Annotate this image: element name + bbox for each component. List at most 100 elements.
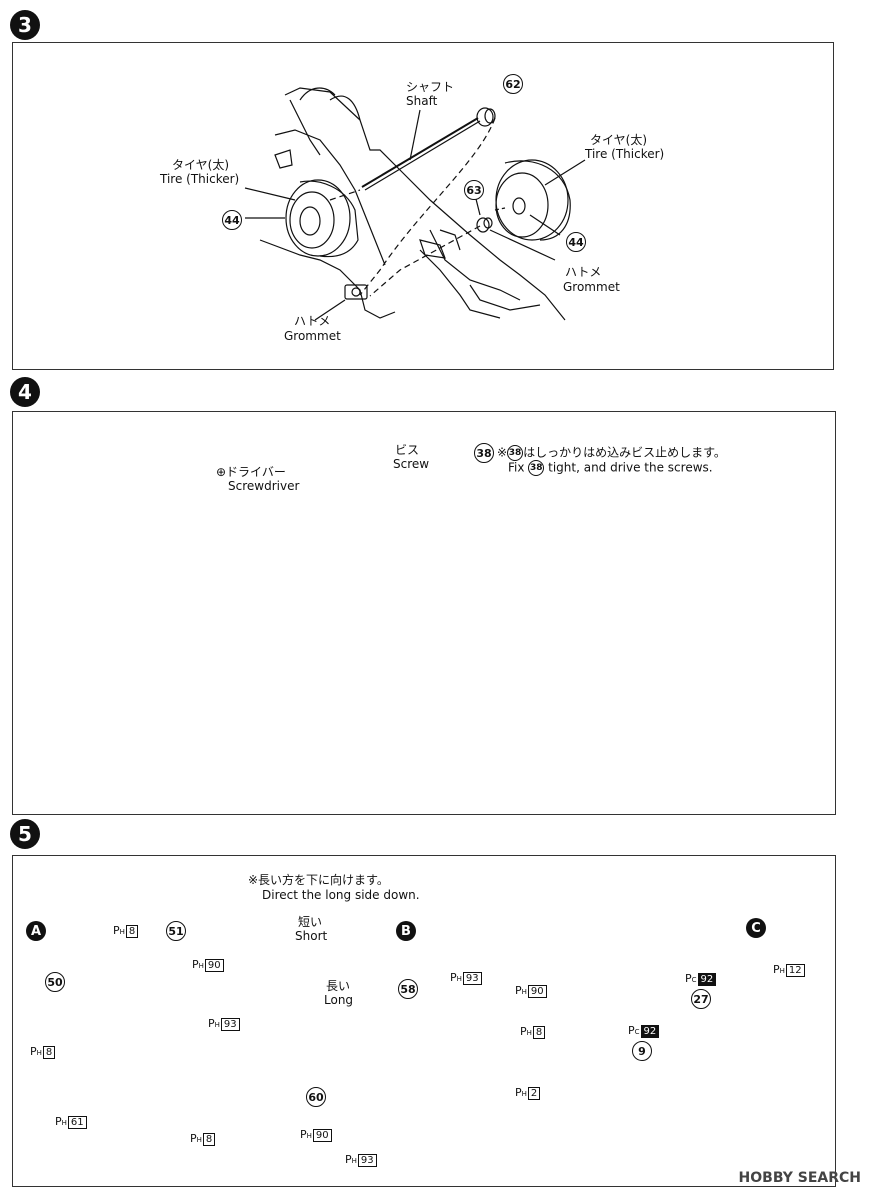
p-prefix: P (773, 963, 780, 976)
ph-90-top-number: 90 (527, 985, 547, 998)
p-prefix: P (113, 924, 120, 937)
p-prefix: P (628, 1024, 635, 1037)
grommet-right-label-jp: ハトメ (565, 265, 602, 279)
p-prefix: P (515, 1086, 522, 1099)
h-sub: H (456, 975, 462, 983)
note-part-38-marker: 38 (507, 445, 524, 461)
screwdriver-label-en: Screwdriver (228, 479, 300, 493)
part-38-marker: 38 (474, 443, 494, 463)
part-44-right-marker: 44 (566, 232, 586, 252)
sub-step-a-badge: A (26, 921, 46, 941)
h-sub: H (198, 962, 204, 970)
note-text-en: tight, and drive the screws. (548, 460, 713, 475)
step-4-note-en: Fix 38 tight, and drive the screws. (508, 460, 713, 476)
ph-8-bottom-number: 8 (202, 1133, 216, 1146)
step-3-panel (12, 42, 834, 370)
step-3-number: 3 (18, 13, 32, 37)
p-prefix: P (450, 971, 457, 984)
h-sub: H (61, 1119, 67, 1127)
note-text-jp: はしっかりはめ込みビス止めします。 (523, 445, 726, 460)
p-prefix: P (515, 984, 522, 997)
p-prefix: P (30, 1045, 37, 1058)
part-62-marker: 62 (503, 74, 523, 94)
pc-92-top-number: 92 (697, 973, 717, 986)
step-5-number: 5 (18, 822, 32, 846)
ph-90-bottom-number: 90 (312, 1129, 332, 1142)
h-sub: H (119, 928, 125, 936)
ph-93-number: 93 (220, 1018, 240, 1031)
h-sub: H (526, 1029, 532, 1037)
shaft-label-en: Shaft (406, 94, 438, 108)
long-label-en: Long (324, 993, 354, 1007)
p-prefix: P (345, 1153, 352, 1166)
p-prefix: P (55, 1115, 62, 1128)
short-label-jp: 短い (298, 915, 323, 929)
grommet-bottom-label-en: Grommet (284, 329, 341, 343)
p-prefix: P (300, 1128, 307, 1141)
grommet-bottom-label-jp: ハトメ (294, 314, 331, 328)
screw-label-en: Screw (393, 457, 430, 471)
p-prefix: P (190, 1132, 197, 1145)
part-63-marker: 63 (464, 180, 484, 200)
ph-90-number: 90 (204, 959, 224, 972)
ph-8-left-number: 8 (42, 1046, 56, 1059)
note-en-prefix: Fix (508, 460, 525, 475)
tire-right-label-jp: タイヤ(太) (590, 133, 648, 147)
p-prefix: P (208, 1017, 215, 1030)
tire-right-label-en: Tire (Thicker) (585, 147, 665, 161)
sub-step-c-badge: C (746, 918, 766, 938)
c-sub: C (634, 1028, 640, 1036)
ph-61-number: 61 (67, 1116, 87, 1129)
short-label-en: Short (295, 929, 328, 943)
part-44-left-marker: 44 (222, 210, 242, 230)
h-sub: H (521, 1090, 527, 1098)
hobby-search-watermark: HOBBY SEARCH (738, 1170, 861, 1186)
ph-2-number: 2 (527, 1087, 541, 1100)
step-5-panel (12, 855, 836, 1187)
c-sub: C (691, 976, 697, 984)
p-prefix: P (520, 1025, 527, 1038)
h-sub: H (196, 1136, 202, 1144)
screw-label-jp: ビス (395, 443, 420, 457)
step-3-badge: 3 (10, 10, 40, 40)
p-prefix: P (192, 958, 199, 971)
part-27-marker: 27 (691, 989, 711, 1009)
h-sub: H (306, 1132, 312, 1140)
pc-92-mid-number: 92 (640, 1025, 660, 1038)
step-4-panel (12, 411, 836, 815)
part-60-marker: 60 (306, 1087, 326, 1107)
ph-12-number: 12 (785, 964, 805, 977)
part-9-marker: 9 (632, 1041, 652, 1061)
step-4-number: 4 (18, 380, 32, 404)
ph-8-top-number: 8 (125, 925, 139, 938)
step-5-note-en: Direct the long side down. (262, 888, 420, 902)
tire-left-label-jp: タイヤ(太) (172, 158, 230, 172)
h-sub: H (351, 1157, 357, 1165)
h-sub: H (521, 988, 527, 996)
h-sub: H (214, 1021, 220, 1029)
tire-left-label-en: Tire (Thicker) (160, 172, 240, 186)
ph-93-top-number: 93 (462, 972, 482, 985)
p-prefix: P (685, 972, 692, 985)
note-en-part-38-marker: 38 (528, 460, 545, 476)
ph-8-b-number: 8 (532, 1026, 546, 1039)
part-58-marker: 58 (398, 979, 418, 999)
sub-step-b-badge: B (396, 921, 416, 941)
step-4-badge: 4 (10, 377, 40, 407)
part-50-marker: 50 (45, 972, 65, 992)
note-asterisk: ※ (497, 445, 508, 460)
